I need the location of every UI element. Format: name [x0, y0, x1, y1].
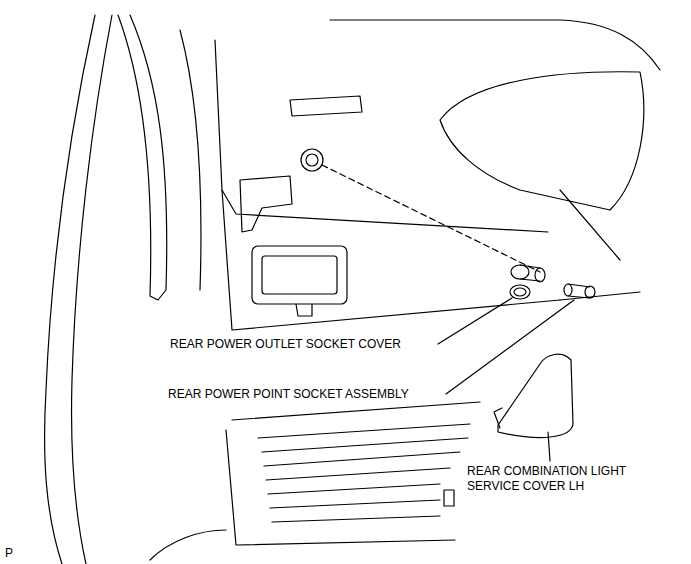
access-panel [262, 256, 337, 294]
part-label: REAR POWER POINT SOCKET ASSEMBLY [166, 387, 411, 402]
socket-cover [535, 268, 545, 282]
socket-hole [306, 154, 318, 166]
leader-line [438, 298, 512, 344]
liftgate-edge [118, 15, 167, 300]
part-label: REAR POWER OUTLET SOCKET COVER [168, 337, 403, 352]
panel-recess [240, 176, 292, 232]
leader-line [446, 300, 574, 394]
service-cover [498, 354, 573, 437]
step-marker [444, 490, 454, 506]
socket-assembly [564, 284, 572, 296]
socket-cover [511, 265, 529, 279]
bumper-corner [150, 530, 226, 560]
body-outline [45, 15, 95, 564]
access-panel [252, 246, 347, 304]
window-line [560, 190, 620, 260]
body-outline [72, 15, 112, 564]
trim-handle [290, 96, 362, 116]
part-label: REAR COMBINATION LIGHT SERVICE COVER LH [465, 464, 654, 494]
part-label: P [3, 546, 15, 561]
leader-line [548, 432, 550, 461]
cargo-wall [215, 40, 548, 232]
socket-cover-lid [510, 285, 530, 299]
service-cover-tab [494, 408, 502, 428]
side-window [440, 72, 644, 210]
socket-cover [520, 265, 540, 281]
liftgate-opening [180, 30, 201, 290]
install-line [322, 165, 540, 272]
cargo-floor [222, 190, 560, 330]
step-slats [258, 424, 470, 522]
bumper-step [232, 402, 480, 420]
access-tab [296, 304, 312, 316]
socket-cover-lid [514, 288, 526, 296]
roof-line [330, 20, 660, 70]
socket-hole [301, 149, 323, 171]
socket-assembly [585, 286, 595, 298]
